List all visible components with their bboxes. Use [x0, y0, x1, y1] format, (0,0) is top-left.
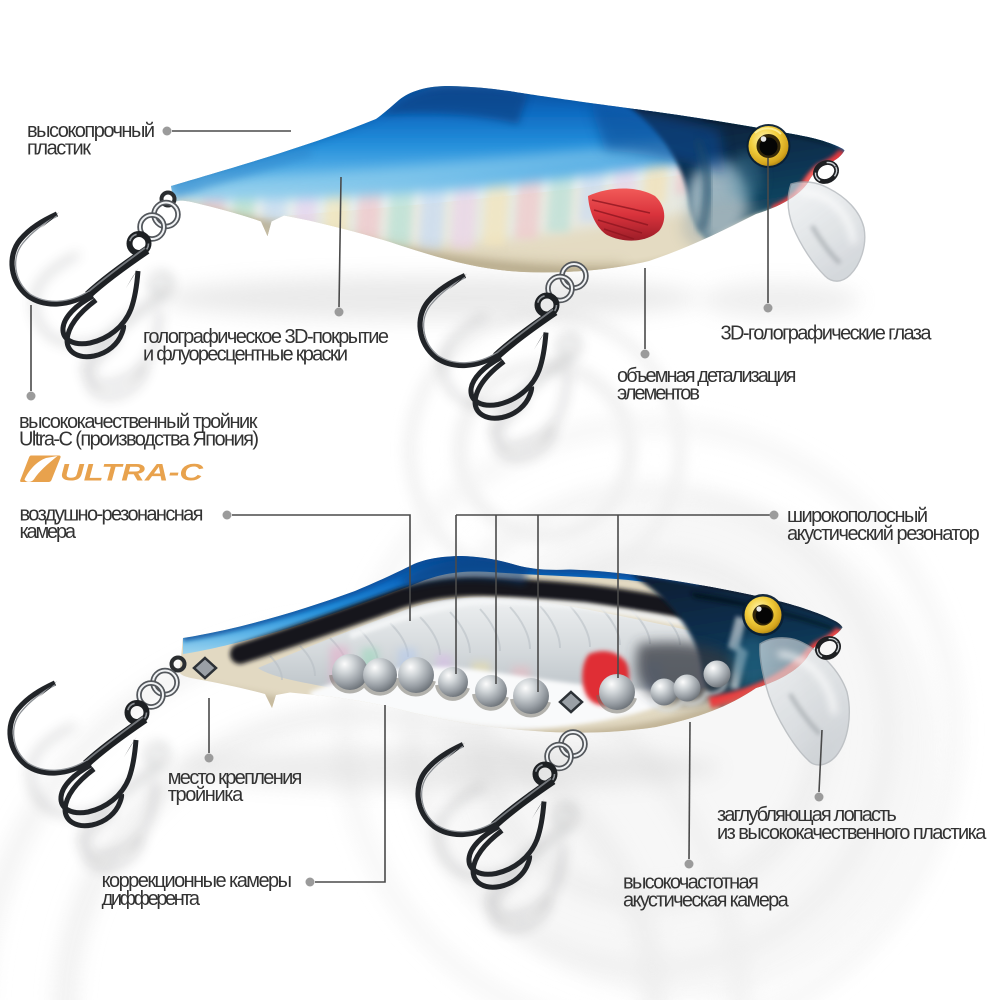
svg-text:место крепления: место крепления	[168, 767, 303, 789]
svg-text:воздушно-резонансная: воздушно-резонансная	[20, 504, 204, 526]
svg-text:широкополосный: широкополосный	[787, 505, 928, 527]
svg-text:3D-голографические глаза: 3D-голографические глаза	[721, 323, 933, 345]
svg-text:объемная детализация: объемная детализация	[617, 365, 797, 387]
svg-text:высококачественный тройник: высококачественный тройник	[19, 411, 258, 433]
svg-text:высокочастотная: высокочастотная	[623, 872, 759, 894]
svg-text:ULTRA-C: ULTRA-C	[60, 460, 203, 487]
svg-text:коррекционные камеры: коррекционные камеры	[102, 870, 292, 892]
svg-text:пластик: пластик	[27, 138, 91, 160]
svg-text:из высококачественного пластик: из высококачественного пластика	[717, 822, 987, 844]
svg-text:заглубляющая лопасть: заглубляющая лопасть	[717, 804, 897, 826]
svg-text:и флуоресцентные краски: и флуоресцентные краски	[143, 344, 348, 366]
svg-text:дифферента: дифферента	[102, 888, 201, 910]
svg-text:голографическое 3D-покрытие: голографическое 3D-покрытие	[143, 326, 389, 348]
svg-text:Ultra-C (производства Япония): Ultra-C (производства Япония)	[19, 429, 259, 451]
svg-text:тройника: тройника	[168, 784, 244, 806]
svg-text:камера: камера	[20, 521, 77, 543]
svg-text:акустическая камера: акустическая камера	[623, 889, 790, 911]
svg-text:элементов: элементов	[617, 383, 700, 405]
svg-text:акустический резонатор: акустический резонатор	[787, 523, 980, 545]
svg-text:высокопрочный: высокопрочный	[27, 120, 155, 142]
